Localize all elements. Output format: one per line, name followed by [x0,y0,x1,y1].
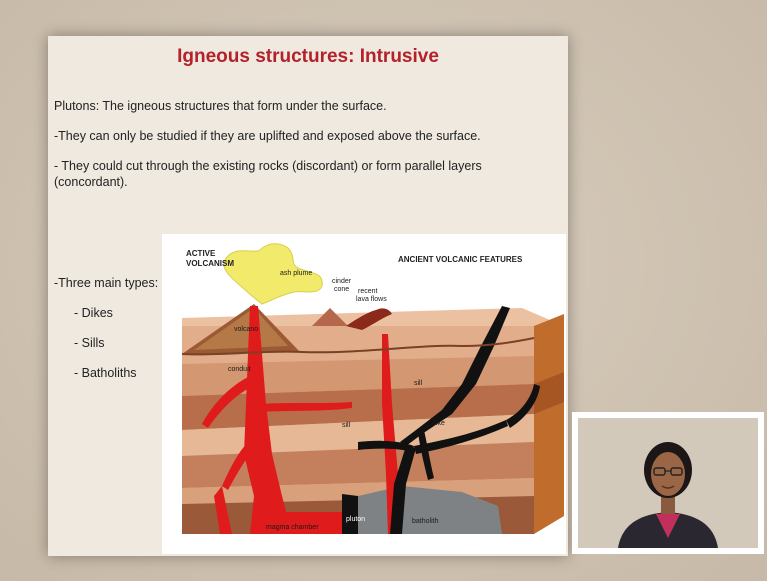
label-sill-lower: sill [342,422,350,430]
types-label: -Three main types: [54,276,158,290]
presenter-video-frame [578,418,758,548]
label-pluton: pluton [346,516,365,524]
type-item-batholiths: - Batholiths [74,366,137,380]
slide-text-uplifted: -They can only be studied if they are up… [54,128,554,144]
slide-text-plutons: Plutons: The igneous structures that for… [54,98,554,114]
label-magma-chamber: magma chamber [266,524,319,532]
geology-diagram: ACTIVE VOLCANISM ANCIENT VOLCANIC FEATUR… [162,234,566,554]
label-ancient-features: ANCIENT VOLCANIC FEATURES [398,256,522,264]
label-sill-upper: sill [414,380,422,388]
label-volcano: volcano [234,326,258,334]
label-cinder: cinder [332,278,351,286]
slide-text-discordant: - They could cut through the existing ro… [54,158,524,190]
label-conduit: conduit [228,366,251,374]
presenter-icon [578,418,758,548]
label-ash-plume: ash plume [280,270,312,278]
label-recent: recent [358,288,377,296]
side-face [534,314,564,534]
presenter-video [572,412,764,554]
label-lava-flows: lava flows [356,296,387,304]
label-volcanism: VOLCANISM [186,260,234,268]
label-cone: cone [334,286,349,294]
label-batholith: batholith [412,518,438,526]
pluton-body [342,494,358,534]
slide-title: Igneous structures: Intrusive [48,46,568,68]
type-item-dikes: - Dikes [74,306,113,320]
geology-cross-section [162,234,566,554]
label-dike: dike [432,420,445,428]
type-item-sills: - Sills [74,336,105,350]
label-active: ACTIVE [186,250,215,258]
